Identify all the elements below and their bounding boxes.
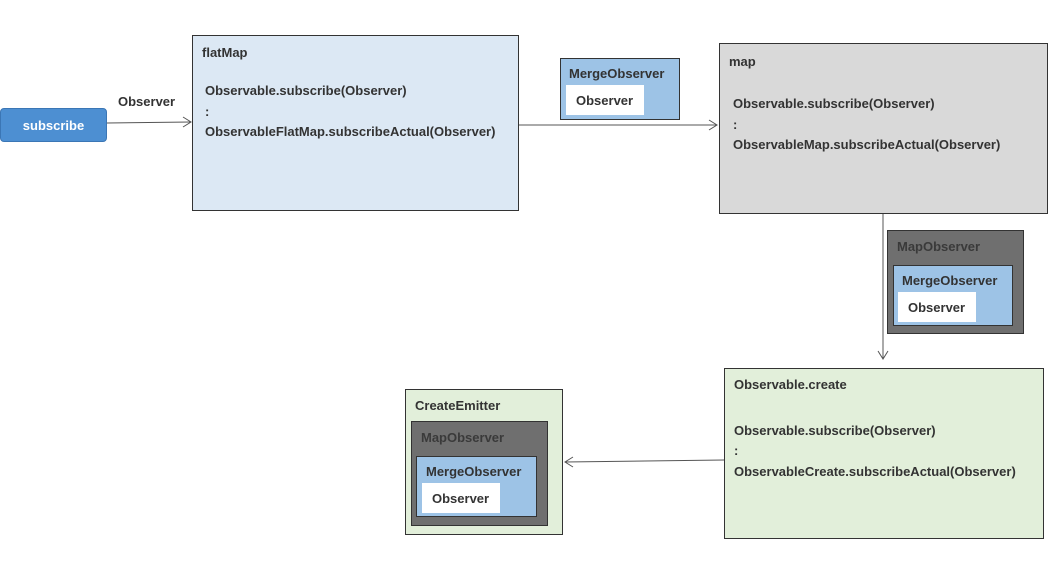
- merge-observer-top-title: MergeObserver: [569, 66, 665, 81]
- create-title: Observable.create: [734, 377, 847, 392]
- merge-observer-top-inner-box: Observer: [566, 85, 644, 115]
- flatmap-line2: ObservableFlatMap.subscribeActual(Observ…: [205, 124, 496, 139]
- map-observer-right: MapObserver MergeObserver Observer: [887, 230, 1024, 334]
- emitter-map-observer: MapObserver MergeObserver Observer: [411, 421, 548, 526]
- map-observer-right-merge: MergeObserver Observer: [893, 265, 1013, 326]
- observer-edge-label: Observer: [118, 94, 176, 109]
- subscribe-label: subscribe: [22, 117, 85, 133]
- merge-observer-top-inner: Observer: [576, 93, 634, 108]
- create-emitter-title: CreateEmitter: [415, 398, 501, 413]
- emitter-merge-observer-title: MergeObserver: [426, 464, 522, 479]
- flatmap-title: flatMap: [202, 45, 248, 60]
- create-emitter-box: CreateEmitter MapObserver MergeObserver …: [405, 389, 563, 535]
- flatmap-colon: :: [205, 104, 210, 119]
- map-line2: ObservableMap.subscribeActual(Observer): [733, 137, 1001, 152]
- emitter-inner-box: Observer: [422, 483, 500, 513]
- create-line1: Observable.subscribe(Observer): [734, 423, 936, 438]
- map-observer-right-inner: Observer: [908, 300, 966, 315]
- create-line2: ObservableCreate.subscribeActual(Observe…: [734, 464, 1016, 479]
- emitter-inner: Observer: [432, 491, 490, 506]
- map-box: map Observable.subscribe(Observer) : Obs…: [719, 43, 1048, 214]
- flatmap-box: flatMap Observable.subscribe(Observer) :…: [192, 35, 519, 211]
- map-title: map: [729, 54, 756, 69]
- emitter-map-observer-title: MapObserver: [421, 430, 505, 445]
- map-observer-right-title: MapObserver: [897, 239, 981, 254]
- map-line1: Observable.subscribe(Observer): [733, 96, 935, 111]
- map-colon: :: [733, 117, 738, 132]
- arrow-subscribe-to-flatmap: [106, 121, 192, 124]
- arrow-create-to-emitter: [564, 459, 725, 463]
- flatmap-line1: Observable.subscribe(Observer): [205, 83, 407, 98]
- map-observer-right-inner-box: Observer: [898, 292, 976, 322]
- map-observer-right-merge-title: MergeObserver: [902, 273, 998, 288]
- subscribe-node: subscribe: [0, 108, 107, 142]
- emitter-merge-observer: MergeObserver Observer: [416, 456, 537, 517]
- create-colon: :: [734, 443, 739, 458]
- create-box: Observable.create Observable.subscribe(O…: [724, 368, 1044, 539]
- merge-observer-top: MergeObserver Observer: [560, 58, 680, 120]
